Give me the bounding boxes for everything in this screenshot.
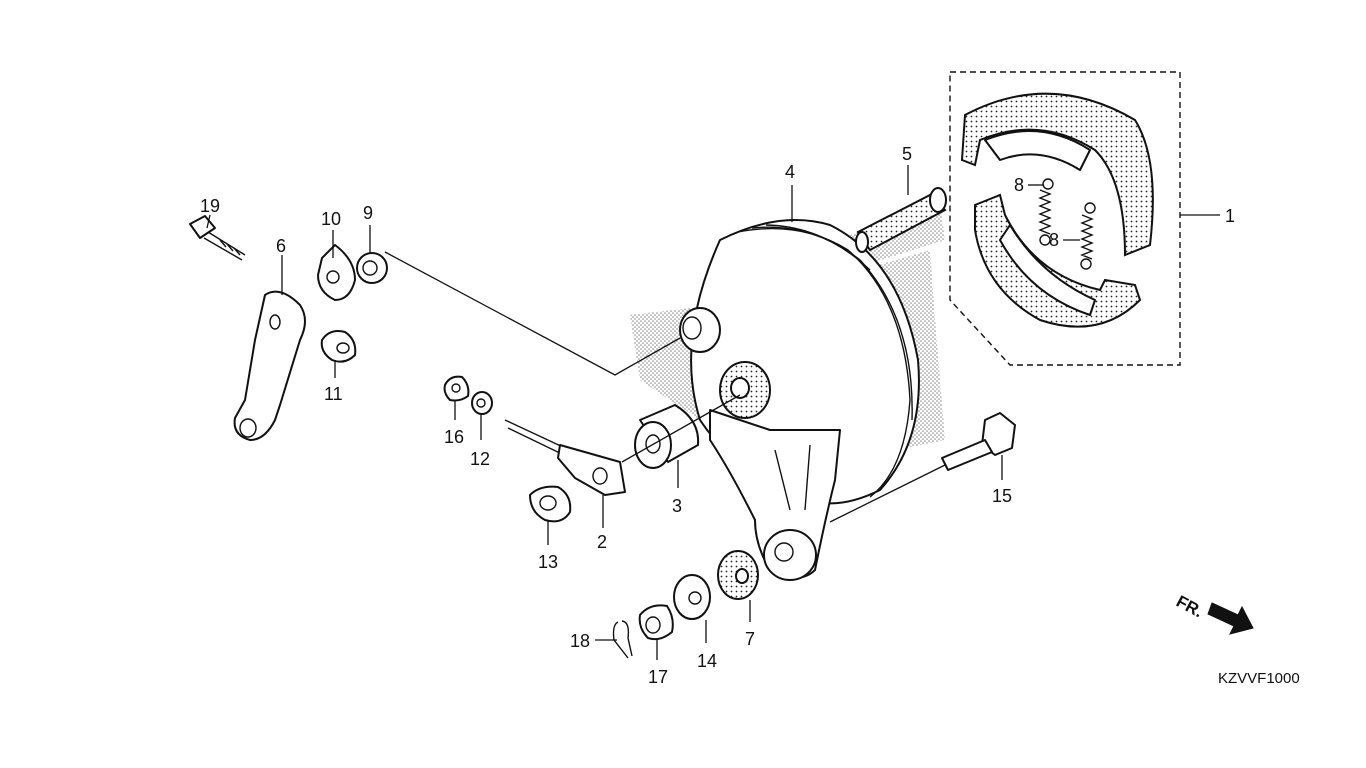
- nut-16: [443, 375, 470, 402]
- bolt-19: [189, 215, 246, 261]
- callout-4: 4: [785, 162, 795, 182]
- brake-link: [504, 419, 626, 496]
- callout-5: 5: [902, 144, 912, 164]
- diagram-code: KZVVF1000: [1218, 670, 1300, 687]
- nut-13: [529, 485, 572, 523]
- callout-8a: 8: [1014, 175, 1024, 195]
- callout-7: 7: [745, 629, 755, 649]
- callout-15: 15: [992, 486, 1012, 506]
- brake-panel: [679, 219, 920, 581]
- callout-17: 17: [648, 667, 668, 687]
- nut-11: [320, 330, 357, 363]
- seal-9: [356, 252, 388, 284]
- front-direction-indicator: FR.: [1173, 592, 1254, 635]
- callout-19: 19: [200, 196, 220, 216]
- brake-cam: [855, 187, 947, 253]
- callout-14: 14: [697, 651, 717, 671]
- direction-label: FR.: [1173, 592, 1206, 622]
- callout-10: 10: [321, 209, 341, 229]
- washer-7: [717, 550, 759, 600]
- callout-6: 6: [276, 236, 286, 256]
- indicator-plate: [317, 244, 356, 301]
- callout-12: 12: [470, 449, 490, 469]
- callout-3: 3: [672, 496, 682, 516]
- brake-shoe-set: [949, 71, 1181, 366]
- callout-16: 16: [444, 427, 464, 447]
- bolt-15: [941, 412, 1016, 471]
- nut-17: [638, 604, 674, 641]
- nut-12: [471, 391, 493, 415]
- washer-14: [673, 574, 711, 620]
- leader-lines: [206, 165, 1220, 660]
- callout-11: 11: [324, 384, 343, 404]
- callout-2: 2: [597, 532, 607, 552]
- callout-1: 1: [1225, 206, 1235, 226]
- callout-18: 18: [570, 631, 590, 651]
- callout-labels: 1 4 5 8 8 19 6 10 9 11 16 12 13 2 3 15 7…: [200, 144, 1235, 687]
- brake-arm: [233, 290, 306, 441]
- callout-8b: 8: [1049, 230, 1059, 250]
- arrow-right-icon: [1207, 602, 1254, 635]
- callout-13: 13: [538, 552, 558, 572]
- callout-9: 9: [363, 203, 373, 223]
